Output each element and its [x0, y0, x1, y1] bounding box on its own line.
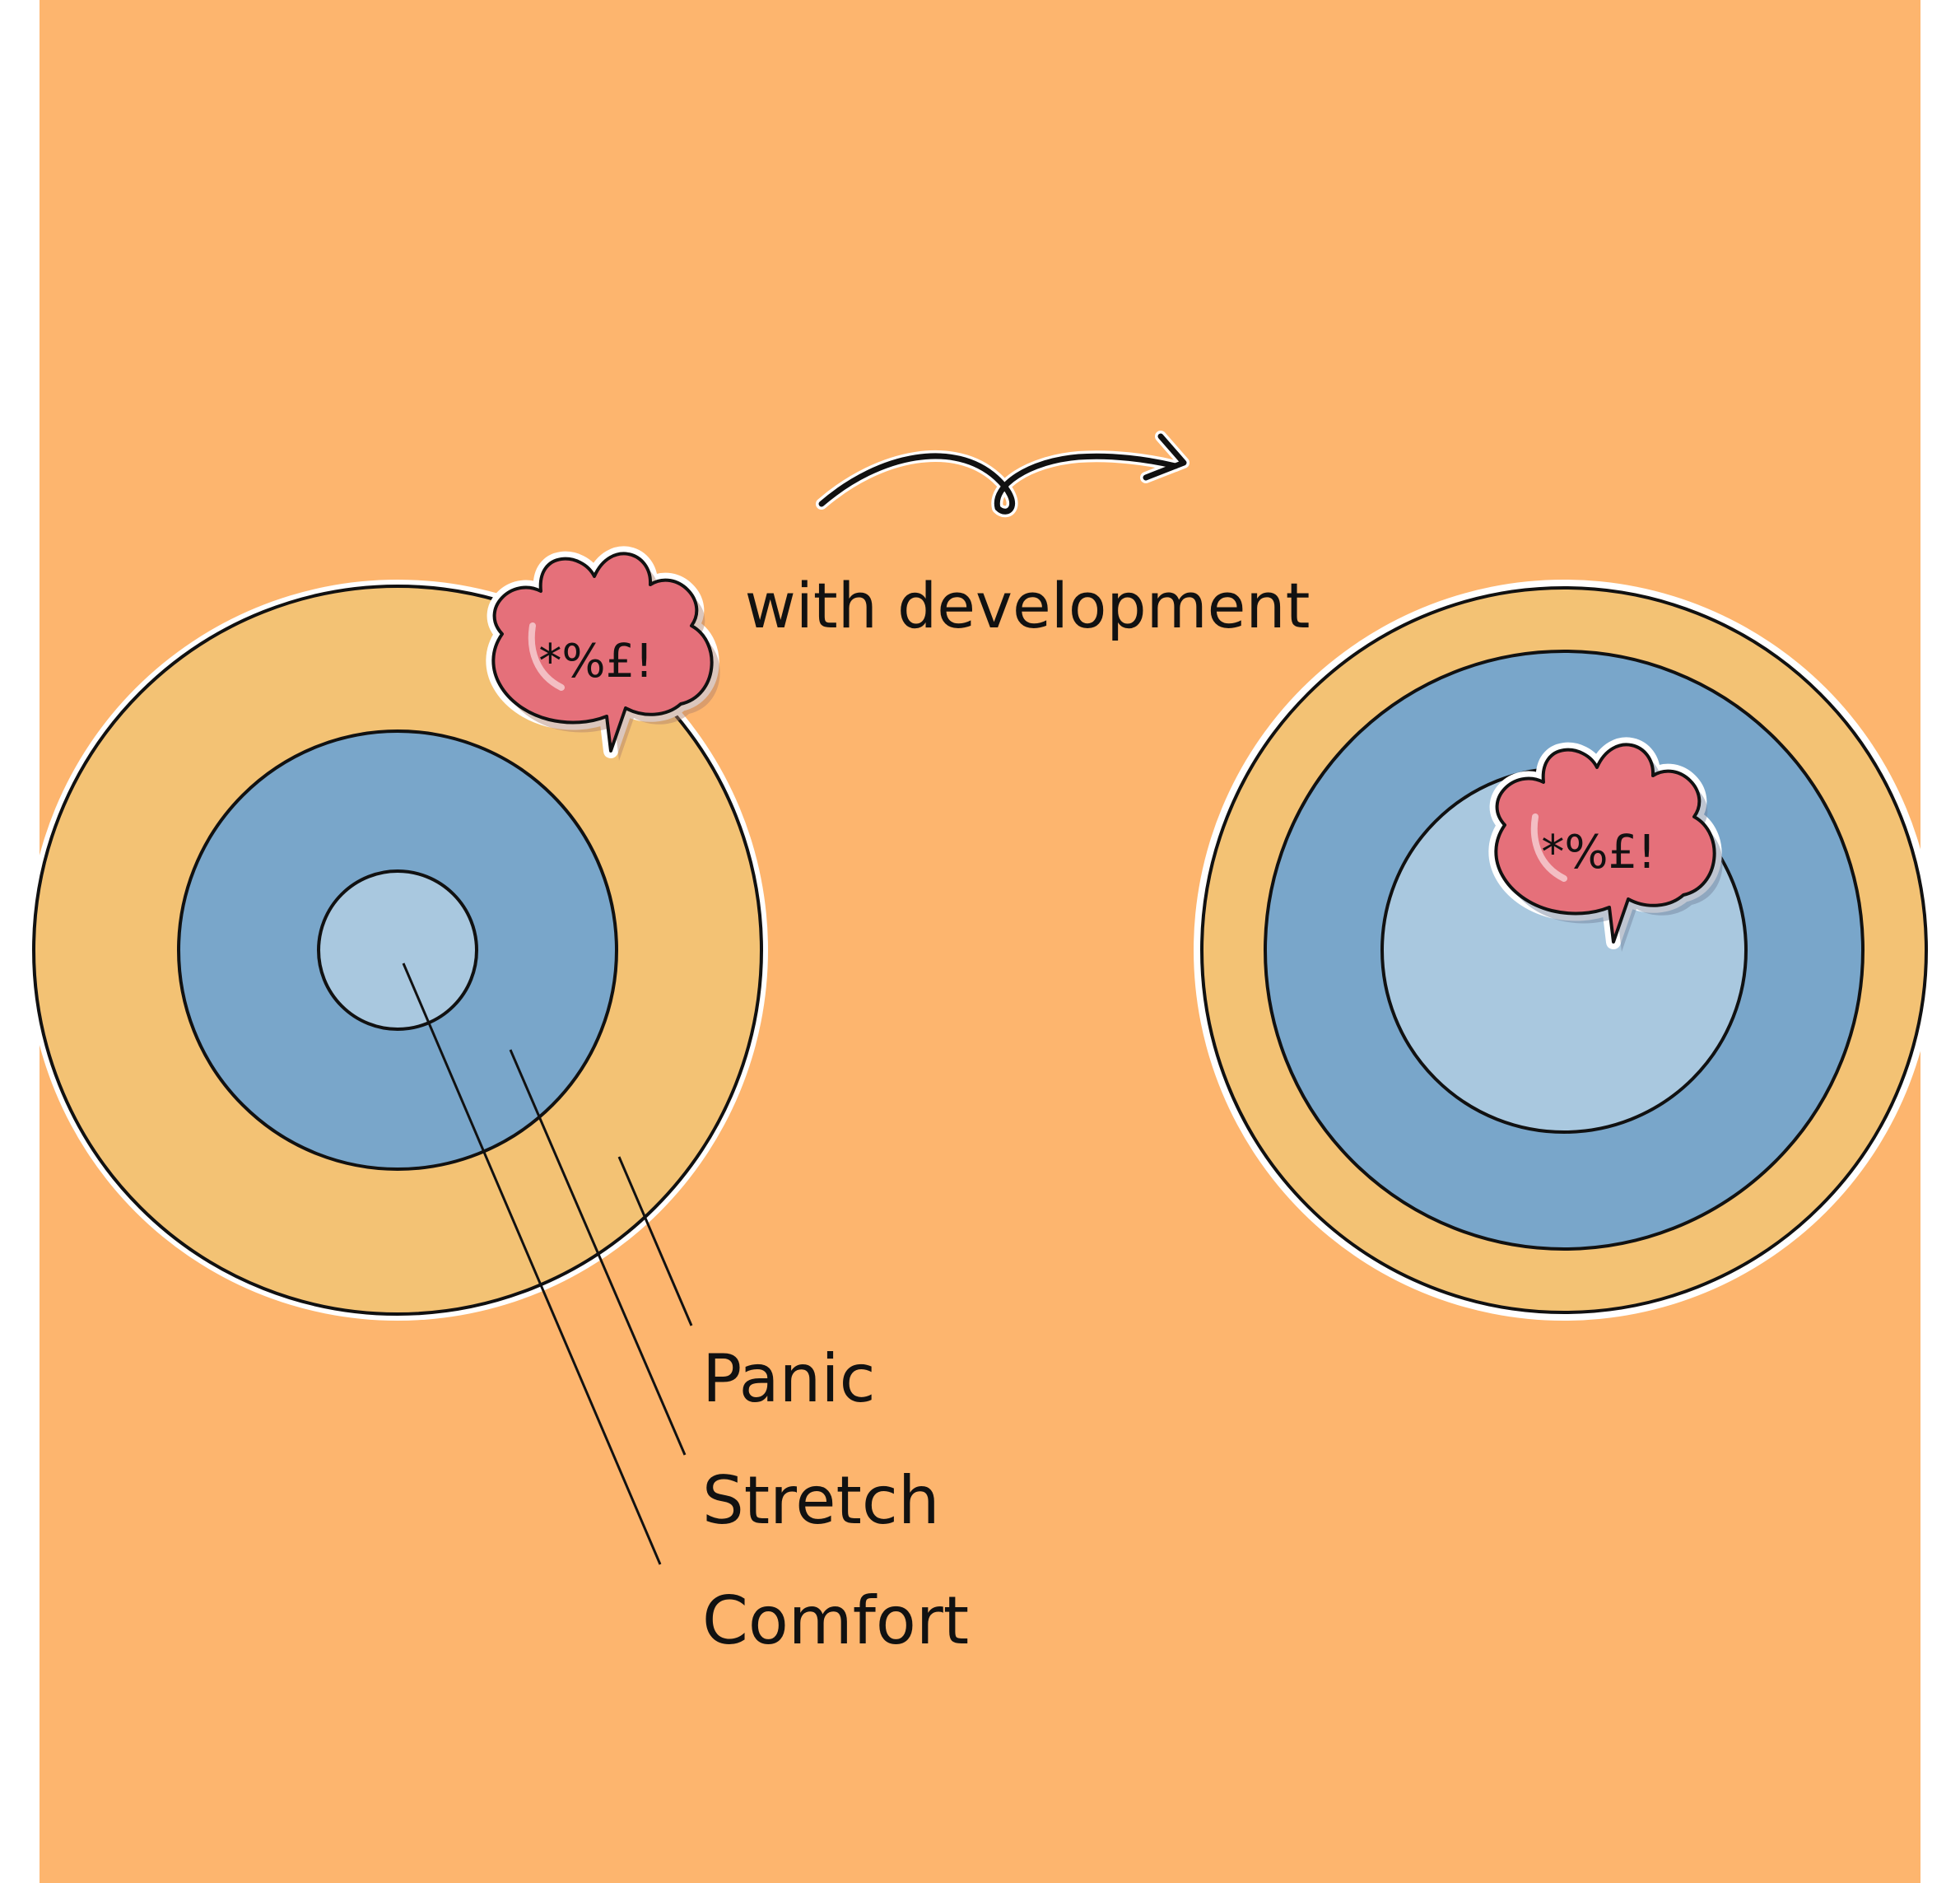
right-speech-bubble: *%£! — [1496, 744, 1723, 952]
stretch-label: Stretch — [702, 1462, 940, 1539]
right-bubble-text: *%£! — [1541, 826, 1655, 879]
left-zone-diagram: *%£! — [27, 553, 768, 1565]
stretch-leader-line — [509, 1049, 687, 1456]
left-speech-bubble: *%£! — [493, 553, 720, 761]
curved-arrow-right-icon — [816, 431, 1190, 518]
panic-label: Panic — [702, 1340, 876, 1417]
right-zone-diagram: *%£! — [1194, 580, 1934, 1321]
transition-label: with development — [745, 569, 1311, 642]
left-comfort-zone — [317, 869, 478, 1031]
comfort-leader-line — [402, 962, 662, 1565]
panic-leader-line — [617, 1156, 693, 1326]
comfort-label: Comfort — [702, 1582, 969, 1659]
left-bubble-text: *%£! — [538, 635, 653, 688]
